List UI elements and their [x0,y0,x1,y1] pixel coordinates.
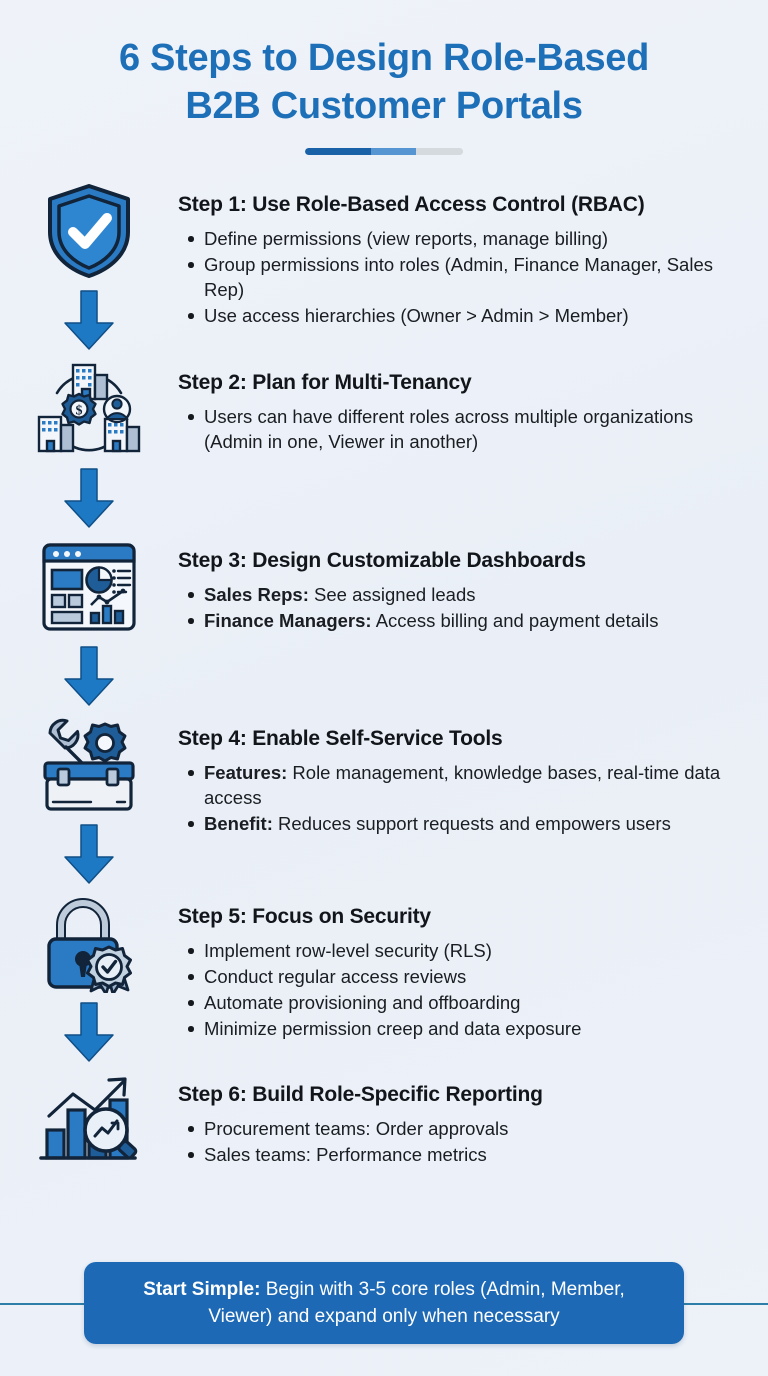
title-line-2: B2B Customer Portals [185,85,583,127]
bullet-item: Features: Role management, knowledge bas… [188,760,740,810]
step-bullet-list: Implement row-level security (RLS) Conduc… [178,938,740,1041]
down-arrow-icon [63,283,115,357]
title-divider [305,148,463,155]
divider-segment-light [415,148,463,155]
bullet-text: Define permissions (view reports, manage… [204,228,609,249]
dashboard-window-icon [37,535,141,639]
down-arrow-icon [63,817,115,891]
divider-segment-dark [305,148,372,155]
bullet-item: Define permissions (view reports, manage… [188,226,740,251]
start-simple-banner: Start Simple: Begin with 3-5 core roles … [84,1262,684,1344]
divider-segment-mid [371,148,416,155]
padlock-badge-icon [37,891,141,995]
bullet-text: Group permissions into roles (Admin, Fin… [204,254,713,300]
bullet-text: Users can have different roles across mu… [204,406,694,452]
steps-list: Step 1: Use Role-Based Access Control (R… [0,179,768,1173]
bullet-lead-label: Benefit: [204,813,273,834]
bullet-item: Sales Reps: See assigned leads [188,582,740,607]
bullet-item: Minimize permission creep and data expos… [188,1016,740,1041]
bullet-text: Sales teams: Performance metrics [204,1144,487,1165]
title-line-1: 6 Steps to Design Role-Based [118,37,650,79]
step-bullet-list: Users can have different roles across mu… [178,404,740,454]
bullet-item: Implement row-level security (RLS) [188,938,740,963]
step-icon-column [0,535,178,713]
bullet-item: Procurement teams: Order approvals [188,1116,740,1141]
header: 6 Steps to Design Role-Based B2B Custome… [0,0,768,155]
bullet-text: Procurement teams: Order approvals [204,1118,509,1139]
bullet-text: Implement row-level security (RLS) [204,940,492,961]
bar-chart-magnifier-icon [37,1069,141,1173]
bullet-item: Use access hierarchies (Owner > Admin > … [188,303,740,328]
step-row: Step 1: Use Role-Based Access Control (R… [0,179,740,357]
bullet-text: Conduct regular access reviews [204,966,467,987]
down-arrow-icon [63,995,115,1069]
step-icon-column [0,1069,178,1173]
bullet-text: Minimize permission creep and data expos… [204,1018,582,1039]
step-title: Step 2: Plan for Multi-Tenancy [178,371,472,394]
footer-lead-label: Start Simple: [143,1279,261,1300]
bullet-lead-label: Features: [204,762,288,783]
bullet-text: Access billing and payment details [371,610,659,631]
step-title: Step 5: Focus on Security [178,905,431,928]
bullet-text: Reduces support requests and empowers us… [272,813,671,834]
step-bullet-list: Features: Role management, knowledge bas… [178,760,740,836]
toolbox-wrench-gear-icon [37,713,141,817]
step-bullet-list: Define permissions (view reports, manage… [178,226,740,328]
step-icon-column [0,179,178,357]
bullet-item: Users can have different roles across mu… [188,404,740,454]
svg-text:$: $ [76,404,83,419]
bullet-text: Use access hierarchies (Owner > Admin > … [204,305,629,326]
step-title: Step 3: Design Customizable Dashboards [178,549,586,572]
bullet-item: Sales teams: Performance metrics [188,1142,740,1167]
bullet-item: Benefit: Reduces support requests and em… [188,811,740,836]
page-title: 6 Steps to Design Role-Based B2B Custome… [0,34,768,130]
bullet-item: Automate provisioning and offboarding [188,990,740,1015]
bullet-text: Role management, knowledge bases, real-t… [204,762,721,808]
step-title: Step 1: Use Role-Based Access Control (R… [178,193,645,216]
step-title: Step 4: Enable Self-Service Tools [178,727,503,750]
bullet-item: Finance Managers: Access billing and pay… [188,608,740,633]
bullet-lead-label: Finance Managers: [204,610,372,631]
bullet-lead-label: Sales Reps: [204,584,309,605]
multi-tenancy-buildings-icon: $ [37,357,141,461]
down-arrow-icon [63,461,115,535]
bullet-item: Group permissions into roles (Admin, Fin… [188,252,740,302]
step-icon-column [0,713,178,891]
footer: Start Simple: Begin with 3-5 core roles … [0,1258,768,1348]
down-arrow-icon [63,639,115,713]
bullet-text: See assigned leads [308,584,476,605]
step-icon-column: $ [0,357,178,535]
bullet-item: Conduct regular access reviews [188,964,740,989]
shield-check-icon [37,179,141,283]
bullet-text: Automate provisioning and offboarding [204,992,521,1013]
step-text-column: Step 1: Use Role-Based Access Control (R… [178,179,740,329]
step-title: Step 6: Build Role-Specific Reporting [178,1083,543,1106]
step-icon-column [0,891,178,1069]
footer-text: Begin with 3-5 core roles (Admin, Member… [208,1279,625,1327]
